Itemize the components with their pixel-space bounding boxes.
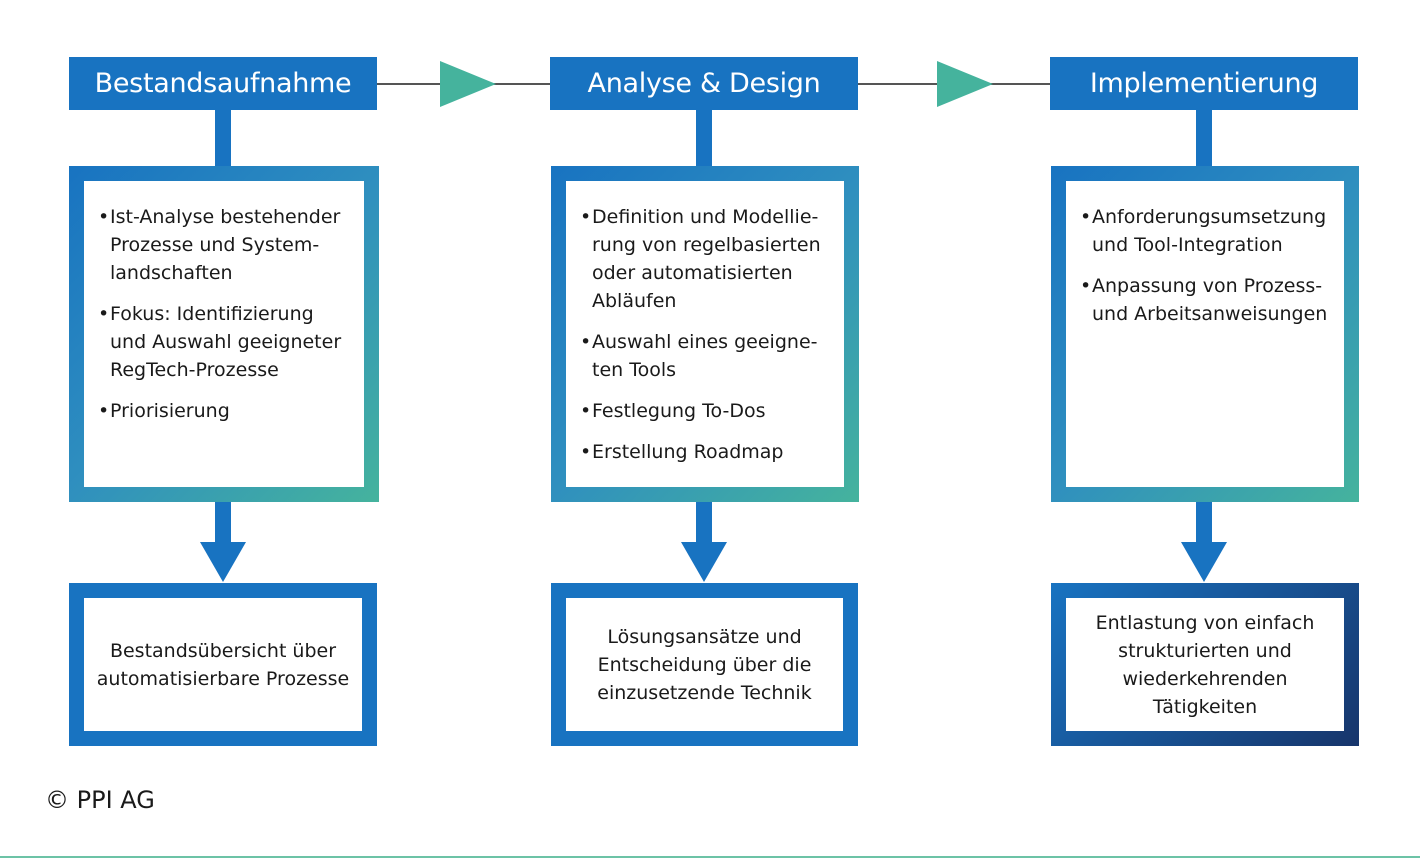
arrow-right-icon bbox=[440, 61, 496, 107]
activity-item-text: Erstellung Roadmap bbox=[592, 441, 784, 463]
result-connector-stem bbox=[1196, 502, 1212, 544]
activity-item: •Fokus: Identifizierung und Auswahl geei… bbox=[98, 300, 354, 384]
arrow-down-icon bbox=[681, 542, 727, 582]
activities-box-analyse-design: •Definition und Modellie-rung von regelb… bbox=[551, 166, 859, 502]
activity-item-text: Fokus: Identifizierung und Auswahl geeig… bbox=[110, 303, 342, 381]
result-box-inner: Bestandsübersicht über automatisierbare … bbox=[84, 598, 362, 731]
activity-item: •Definition und Modellie-rung von regelb… bbox=[580, 203, 834, 315]
result-text: Entlastung von einfach strukturierten un… bbox=[1095, 611, 1315, 718]
phase-header-analyse-design: Analyse & Design bbox=[550, 57, 858, 110]
activity-item: •Auswahl eines geeigne-ten Tools bbox=[580, 328, 834, 384]
activity-item-text: Anpassung von Prozess- und Arbeitsanweis… bbox=[1092, 275, 1328, 325]
bullet-icon: • bbox=[1080, 275, 1092, 297]
bullet-icon: • bbox=[98, 206, 110, 228]
bullet-icon: • bbox=[580, 331, 592, 353]
arrow-right-icon bbox=[937, 61, 993, 107]
result-text: Lösungsansätze und Entscheidung über die… bbox=[597, 625, 812, 704]
activities-box-inner: •Definition und Modellie-rung von regelb… bbox=[566, 181, 844, 487]
result-connector-stem bbox=[215, 502, 231, 544]
bullet-icon: • bbox=[1080, 206, 1092, 228]
activity-item: •Ist-Analyse bestehender Prozesse und Sy… bbox=[98, 203, 354, 287]
header-connector-stem bbox=[215, 110, 231, 166]
result-box-inner: Lösungsansätze und Entscheidung über die… bbox=[566, 598, 843, 731]
arrow-down-icon bbox=[1181, 542, 1227, 582]
result-box-implementierung: Entlastung von einfach strukturierten un… bbox=[1051, 583, 1359, 746]
arrow-down-icon bbox=[200, 542, 246, 582]
activity-item-text: Definition und Modellie-rung von regelba… bbox=[592, 206, 821, 312]
bullet-icon: • bbox=[98, 400, 110, 422]
activities-box-inner: •Ist-Analyse bestehender Prozesse und Sy… bbox=[84, 181, 364, 487]
activity-item-text: Priorisierung bbox=[110, 400, 230, 422]
header-connector-stem bbox=[1196, 110, 1212, 166]
activity-list: •Definition und Modellie-rung von regelb… bbox=[580, 203, 834, 466]
activity-item: •Priorisierung bbox=[98, 397, 354, 425]
activities-box-bestandsaufnahme: •Ist-Analyse bestehender Prozesse und Sy… bbox=[69, 166, 379, 502]
phase-header-implementierung: Implementierung bbox=[1050, 57, 1358, 110]
phase-header-bestandsaufnahme: Bestandsaufnahme bbox=[69, 57, 377, 110]
bullet-icon: • bbox=[580, 400, 592, 422]
activity-item-text: Auswahl eines geeigne-ten Tools bbox=[592, 331, 818, 381]
result-box-bestandsaufnahme: Bestandsübersicht über automatisierbare … bbox=[69, 583, 377, 746]
copyright-text: © PPI AG bbox=[45, 786, 155, 814]
activity-item-text: Ist-Analyse bestehender Prozesse und Sys… bbox=[110, 206, 341, 284]
result-box-analyse-design: Lösungsansätze und Entscheidung über die… bbox=[551, 583, 858, 746]
activity-item-text: Anforderungsumsetzung und Tool-Integrati… bbox=[1092, 206, 1327, 256]
activities-box-inner: •Anforderungsumsetzung und Tool-Integrat… bbox=[1066, 181, 1344, 487]
result-text: Bestandsübersicht über automatisierbare … bbox=[96, 639, 350, 690]
activity-item: •Festlegung To-Dos bbox=[580, 397, 834, 425]
activity-item-text: Festlegung To-Dos bbox=[592, 400, 766, 422]
bullet-icon: • bbox=[98, 303, 110, 325]
bullet-icon: • bbox=[580, 441, 592, 463]
activity-item: •Anpassung von Prozess- und Arbeitsanwei… bbox=[1080, 272, 1334, 328]
activities-box-implementierung: •Anforderungsumsetzung und Tool-Integrat… bbox=[1051, 166, 1359, 502]
activity-list: •Anforderungsumsetzung und Tool-Integrat… bbox=[1080, 203, 1334, 328]
activity-list: •Ist-Analyse bestehender Prozesse und Sy… bbox=[98, 203, 354, 425]
header-connector-stem bbox=[696, 110, 712, 166]
bottom-divider bbox=[0, 856, 1420, 858]
activity-item: •Anforderungsumsetzung und Tool-Integrat… bbox=[1080, 203, 1334, 259]
result-connector-stem bbox=[696, 502, 712, 544]
result-box-inner: Entlastung von einfach strukturierten un… bbox=[1066, 598, 1344, 731]
activity-item: •Erstellung Roadmap bbox=[580, 438, 834, 466]
bullet-icon: • bbox=[580, 206, 592, 228]
